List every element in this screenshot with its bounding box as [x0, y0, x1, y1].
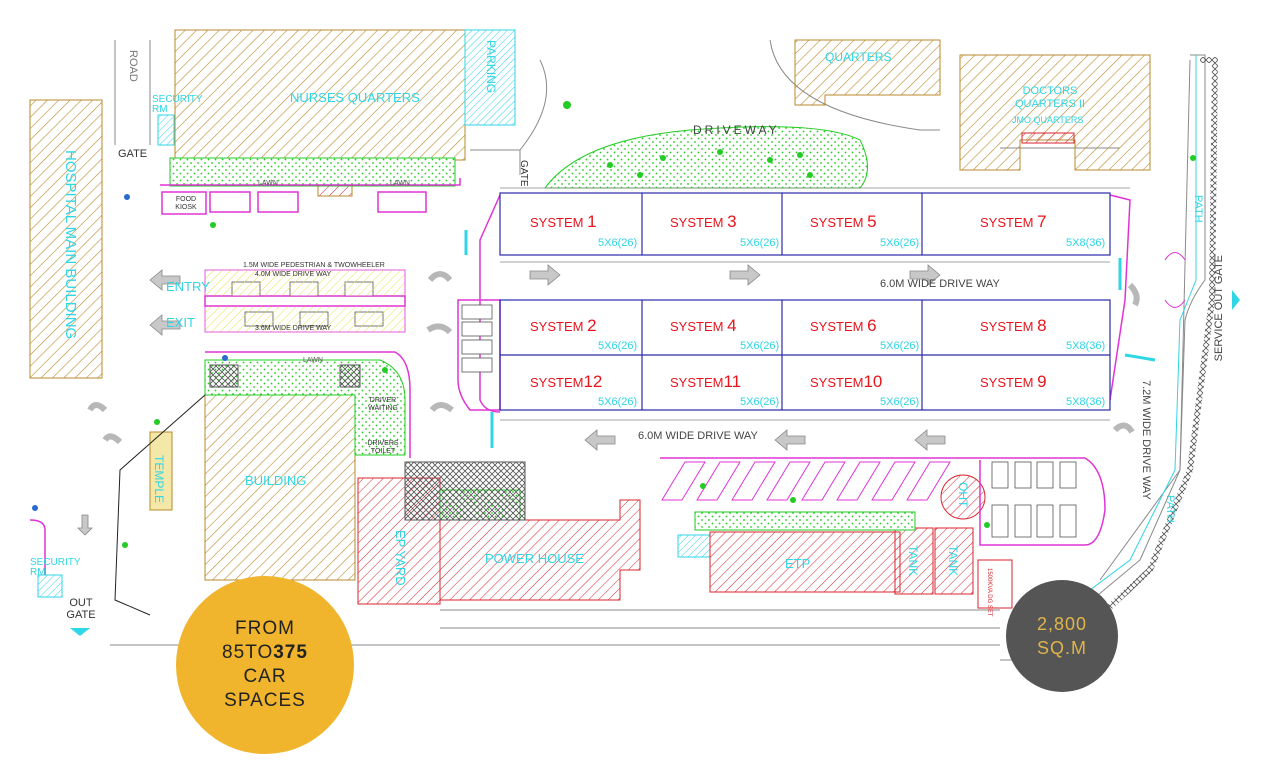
pedestrian-way-label: 1.5M WIDE PEDESTRIAN & TWOWHEELER: [243, 262, 385, 269]
parking-systems: [499, 192, 1111, 411]
system-9-capacity: 5X8(36): [1066, 396, 1106, 408]
tank-label-2: TANK: [946, 545, 960, 577]
path-bottom-label: PATH: [1164, 495, 1176, 523]
security-room-bottom-label: SECURITY RM: [30, 557, 81, 578]
entry-label: ENTRY: [166, 279, 210, 294]
ep-yard-label: EP YARD: [393, 530, 408, 586]
nurses-quarters-label: NURSES QUARTERS: [290, 90, 420, 105]
system-5-capacity: 5X6(26): [880, 237, 920, 249]
out-gate-label: OUT GATE: [66, 597, 96, 621]
food-kiosk-label: FOOD KIOSK: [175, 196, 197, 211]
system-11-capacity: 5X6(26): [740, 396, 780, 408]
buildings-red: [317, 132, 1075, 609]
system-10-label: SYSTEM10: [810, 372, 883, 391]
system-1-capacity: 5X6(26): [598, 237, 638, 249]
drive-way-3-6m-label: 3.6M WIDE DRIVE WAY: [255, 325, 332, 332]
system-9-label: SYSTEM 9: [980, 372, 1047, 391]
security-room-top-label: SECURITY RM: [152, 94, 203, 115]
system-8-label: SYSTEM 8: [980, 316, 1047, 335]
drivers-toilet-label: DRIVERS TOILET: [367, 440, 399, 455]
hospital-main-building-label: HOSPITAL MAIN BUILDING: [62, 150, 79, 340]
system-3-label: SYSTEM 3: [670, 212, 737, 231]
car-spaces-badge: FROM 85TO375 CAR SPACES: [176, 576, 354, 754]
tank-label-1: TANK: [906, 545, 920, 577]
system-6-capacity: 5X6(26): [880, 340, 920, 352]
path-top-label: PATH: [1192, 195, 1204, 223]
buildings-brown: [29, 29, 1151, 581]
system-2-label: SYSTEM 2: [530, 316, 597, 335]
temple-label: TEMPLE: [152, 455, 166, 504]
drive-way-6m-bottom-label: 6.0M WIDE DRIVE WAY: [638, 430, 758, 442]
lawn-label-3: LAWN: [303, 357, 323, 364]
system-2-capacity: 5X6(26): [598, 340, 638, 352]
drive-way-4m-label: 4.0M WIDE DRIVE WAY: [255, 271, 332, 278]
system-4-label: SYSTEM 4: [670, 316, 737, 335]
magenta-outlines: [29, 178, 1131, 575]
system-8-capacity: 5X8(36): [1066, 340, 1106, 352]
service-path: [1000, 54, 1219, 683]
gate-left-label: GATE: [118, 148, 148, 160]
doctors-quarters-label: DOCTORS QUARTERS II: [1014, 85, 1086, 110]
system-7-label: SYSTEM 7: [980, 212, 1047, 231]
system-5-label: SYSTEM 5: [810, 212, 877, 231]
system-10-capacity: 5X6(26): [880, 396, 920, 408]
system-1-label: SYSTEM 1: [530, 212, 597, 231]
system-3-capacity: 5X6(26): [740, 237, 780, 249]
diagonal-bays: [661, 461, 951, 501]
parking-label: PARKING: [484, 40, 498, 94]
etp-label: ETP: [785, 556, 811, 571]
badge-cars-line3: CAR: [243, 666, 287, 687]
lawn-label-1: LAWN: [258, 180, 278, 187]
system-7-capacity: 5X8(36): [1066, 237, 1106, 249]
road-label: ROAD: [127, 50, 139, 82]
quarters-label: QUARTERS: [825, 50, 892, 64]
building-label: BUILDING: [245, 473, 307, 488]
driveway-label: DRIVEWAY: [693, 123, 780, 137]
badge-cars-line4: SPACES: [224, 690, 306, 711]
drive-way-6m-top-label: 6.0M WIDE DRIVE WAY: [880, 278, 1000, 290]
gate-top-label: GATE: [518, 160, 529, 187]
badge-cars-line1: FROM: [235, 618, 295, 639]
transformer-label: 1500KVA DG SET: [986, 568, 992, 617]
system-4-capacity: 5X6(26): [740, 340, 780, 352]
driver-waiting-label: DRIVER WAITING: [368, 397, 398, 412]
exit-label: EXIT: [166, 315, 195, 330]
system-12-label: SYSTEM12: [530, 372, 603, 391]
system-11-label: SYSTEM11: [670, 372, 742, 391]
jmo-quarters-label: JMO QUARTERS: [1012, 115, 1084, 125]
oht-label: OHT: [956, 482, 970, 508]
drive-way-7-2m-label: 7.2M WIDE DRIVE WAY: [1140, 380, 1152, 500]
badge-area-unit: SQ.M: [1036, 638, 1087, 658]
lawn-label-2: LAWN: [390, 180, 410, 187]
system-12-capacity: 5X6(26): [598, 396, 638, 408]
power-house-label: POWER HOUSE: [485, 551, 584, 566]
area-badge: 2,800 SQ.M: [1006, 580, 1118, 692]
service-out-gate-label: SERVICE OUT GATE: [1213, 255, 1225, 362]
badge-cars-range: 85TO375: [222, 642, 308, 663]
system-6-label: SYSTEM 6: [810, 316, 877, 335]
badge-area-value: 2,800: [1036, 614, 1088, 634]
